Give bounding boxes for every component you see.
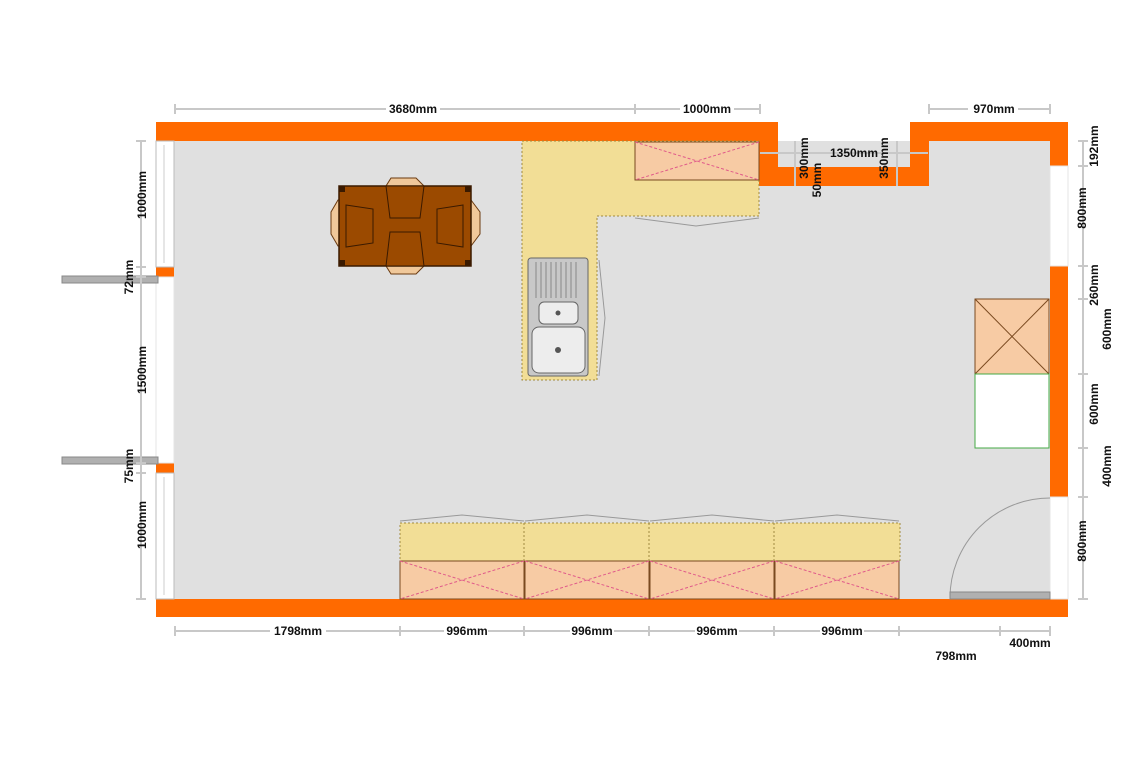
dim-alcove-50: 50mm [810, 163, 824, 198]
walls [156, 122, 1068, 617]
wall-alcove-bottom [759, 167, 929, 186]
dim-alcove-300: 300mm [797, 137, 811, 178]
dim-left-1000b: 1000mm [135, 501, 149, 549]
dim-top-2: 1000mm [683, 102, 731, 116]
bottom-cabinet-run [399, 514, 901, 600]
wall-left-pier-2 [156, 463, 174, 473]
window-left-middle [155, 276, 175, 464]
door-opening-right [1049, 496, 1069, 600]
dim-right-400: 400mm [1100, 445, 1114, 486]
dim-left-72: 72mm [122, 260, 136, 295]
windows [155, 140, 1069, 600]
fridge-freezer [974, 298, 1050, 449]
dim-bottom-798: 798mm [935, 649, 976, 663]
dim-bottom-996d: 996mm [821, 624, 862, 638]
wall-right-middle [1050, 266, 1068, 497]
dim-left-1500: 1500mm [135, 346, 149, 394]
wall-top-right [910, 122, 1068, 141]
dim-alcove-350: 350mm [877, 137, 891, 178]
bottom-worktop [399, 522, 901, 562]
dim-top-1: 3680mm [389, 102, 437, 116]
dim-bottom-996b: 996mm [571, 624, 612, 638]
dim-bottom-1798: 1798mm [274, 624, 322, 638]
dim-right-800a: 800mm [1075, 187, 1089, 228]
window-sash-bottom [61, 456, 159, 465]
double-sink [527, 257, 589, 377]
dim-top-3: 970mm [973, 102, 1014, 116]
dim-right-800b: 800mm [1075, 520, 1089, 561]
dim-alcove-1350: 1350mm [830, 146, 878, 160]
window-right-top [1049, 165, 1069, 267]
door-leaf [949, 591, 1051, 600]
dim-left-1000a: 1000mm [135, 171, 149, 219]
wall-bottom [156, 599, 1068, 617]
window-left-bottom [155, 472, 175, 600]
dim-left-75: 75mm [122, 449, 136, 484]
dim-right-260: 260mm [1087, 264, 1101, 305]
wall-right-top [1050, 122, 1068, 166]
dim-bottom-996c: 996mm [696, 624, 737, 638]
dining-table [330, 177, 481, 275]
dimension-labels: 3680mm 1000mm 970mm 300mm 50mm 1350mm 35… [122, 101, 1114, 663]
dim-right-600b: 600mm [1087, 383, 1101, 424]
dim-bottom-996a: 996mm [446, 624, 487, 638]
wall-left-pier-1 [156, 267, 174, 277]
wall-top-left [156, 122, 778, 141]
dim-right-192: 192mm [1087, 125, 1101, 166]
dim-bottom-400: 400mm [1009, 636, 1050, 650]
bottom-cabinets [399, 560, 900, 600]
window-sash-top [61, 275, 159, 284]
door-swing [949, 497, 1051, 600]
dim-right-600a: 600mm [1100, 308, 1114, 349]
window-left-top [155, 140, 175, 268]
